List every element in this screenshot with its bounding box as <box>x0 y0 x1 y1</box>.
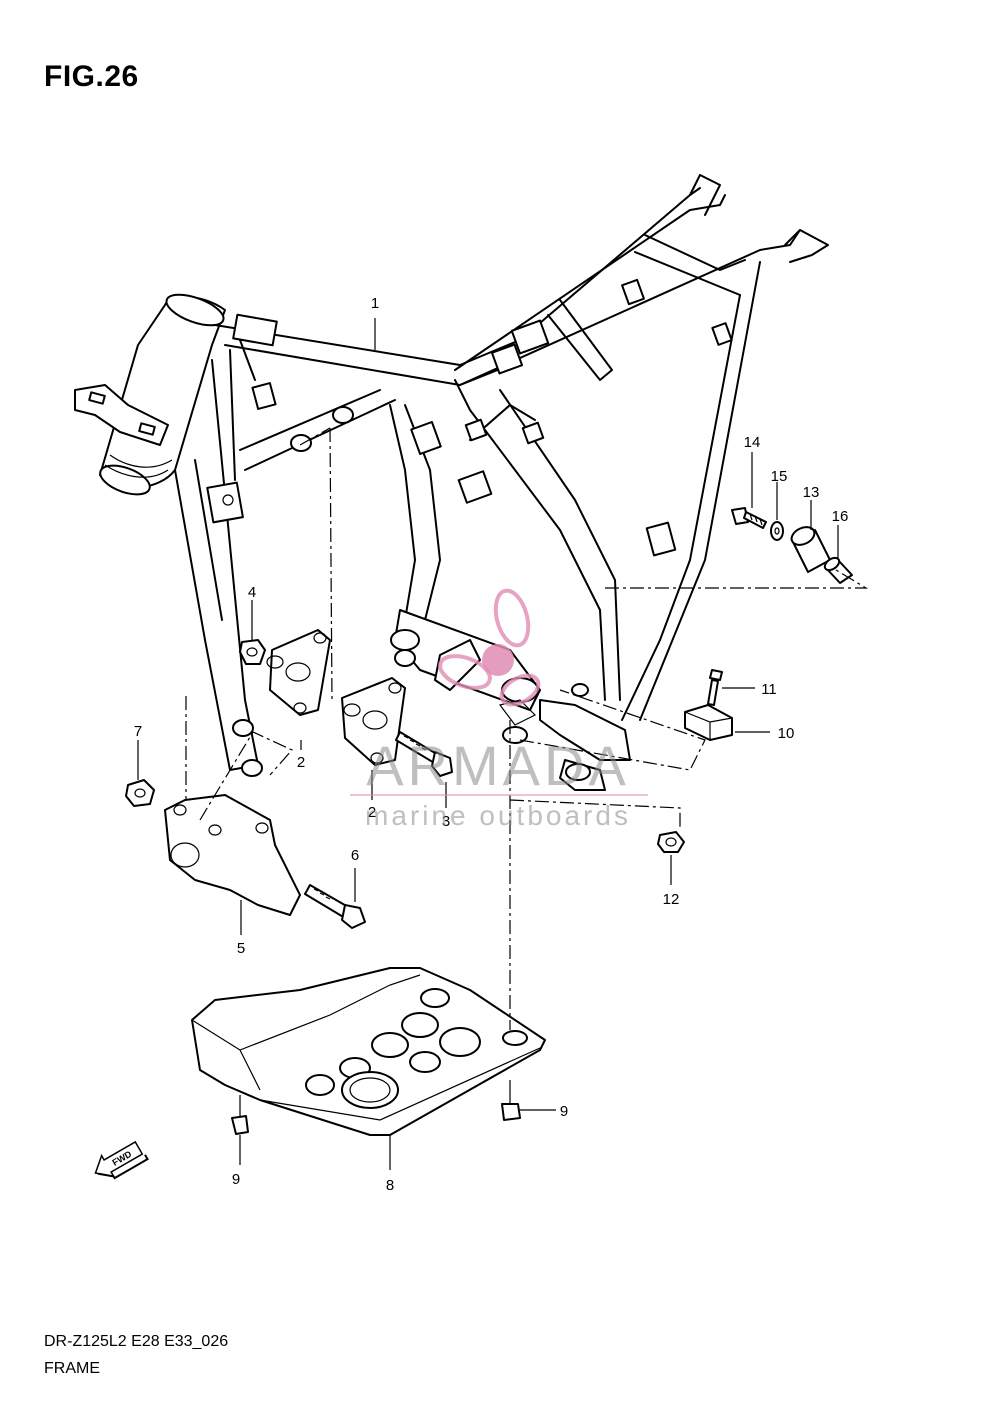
leader-lines <box>137 318 869 1170</box>
callout-8: 8 <box>386 1177 394 1194</box>
engine-mount-bolt <box>395 731 453 777</box>
diagram-name: FRAME <box>44 1360 100 1377</box>
callout-12: 12 <box>663 891 680 908</box>
engine-mount-plate-right <box>341 677 406 766</box>
callout-10: 10 <box>778 725 795 742</box>
callout-15: 15 <box>771 468 788 485</box>
collar-16 <box>823 556 853 584</box>
callout-1: 1 <box>371 295 379 312</box>
skid-plate <box>191 967 546 1136</box>
callout-9b: 9 <box>560 1103 568 1120</box>
screw-9-left <box>231 1095 249 1135</box>
main-frame <box>74 174 829 791</box>
callout-3: 3 <box>442 813 450 830</box>
watermark-brand: ARMADA <box>366 734 630 797</box>
callout-6: 6 <box>351 847 359 864</box>
nut-12 <box>657 831 685 853</box>
callout-2a: 2 <box>297 754 305 771</box>
watermark: ARMADA marine outboards <box>350 588 648 831</box>
watermark-tagline: marine outboards <box>365 800 631 831</box>
watermark-propeller-logo <box>438 588 541 707</box>
bolt-11 <box>707 669 723 706</box>
callout-16: 16 <box>832 508 849 525</box>
nut-4 <box>239 639 266 665</box>
callout-11: 11 <box>761 681 777 698</box>
callout-5: 5 <box>237 940 245 957</box>
forward-arrow-icon: FWD <box>94 1140 149 1180</box>
engine-mount-plate-left <box>266 629 331 716</box>
callout-9a: 9 <box>232 1171 240 1188</box>
diagram-code: DR-Z125L2 E28 E33_026 <box>44 1333 229 1350</box>
callout-numbers: 1 2 2 3 4 5 6 7 8 9 9 10 11 12 13 14 15 … <box>134 295 849 1194</box>
callout-13: 13 <box>803 484 820 501</box>
engine-bracket <box>164 794 301 916</box>
figure-title: FIG.26 <box>44 60 139 93</box>
callout-14: 14 <box>744 434 761 451</box>
rubber-mount-10 <box>684 704 733 741</box>
callout-7: 7 <box>134 723 142 740</box>
nut-7 <box>125 779 155 807</box>
washer-15 <box>770 521 784 541</box>
bolt-6 <box>304 884 366 929</box>
spacer-13 <box>790 526 831 573</box>
bolt-14 <box>731 507 767 529</box>
screw-9-right <box>501 1080 521 1121</box>
callout-4: 4 <box>248 584 256 601</box>
callout-2b: 2 <box>368 804 376 821</box>
